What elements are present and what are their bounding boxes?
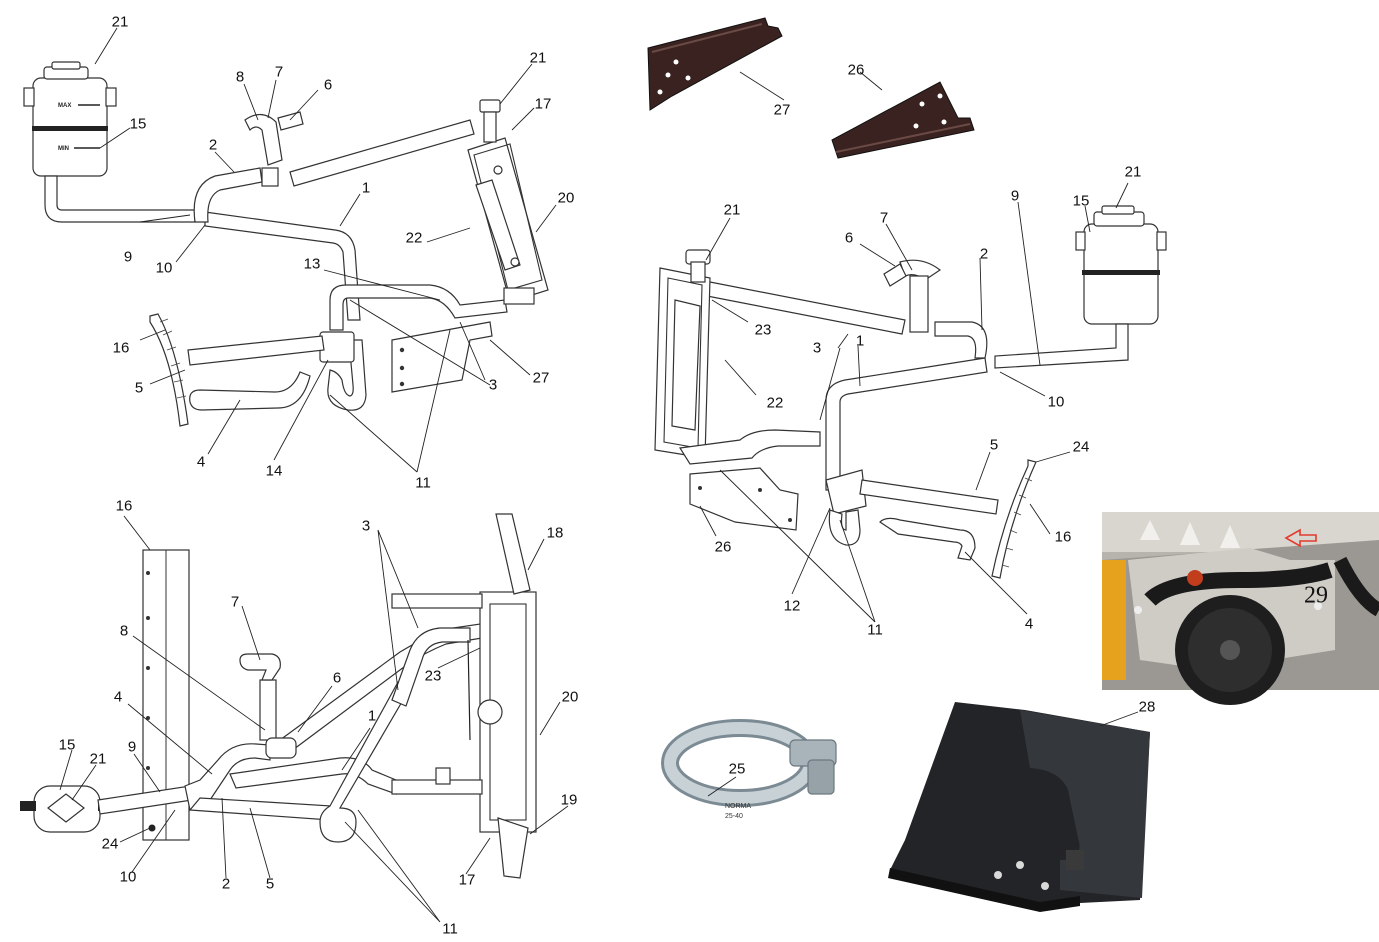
callout-22: 22 xyxy=(405,229,423,247)
callout-15: 15 xyxy=(58,736,76,754)
clamp-brand-text: NORMA xyxy=(725,803,751,810)
bracket-27-part xyxy=(647,17,783,111)
callout-4: 4 xyxy=(1024,615,1034,633)
cover-28-part xyxy=(888,702,1150,912)
callout-21: 21 xyxy=(723,201,741,219)
callout-3: 3 xyxy=(812,339,822,357)
callout-26: 26 xyxy=(847,61,865,79)
callout-13: 13 xyxy=(303,255,321,273)
clamp-range-text: 25-40 xyxy=(725,813,743,820)
callout-8: 8 xyxy=(235,68,245,86)
callout-1: 1 xyxy=(367,707,377,725)
callout-9: 9 xyxy=(127,738,137,756)
tank-max-mark: MAX xyxy=(58,103,71,109)
bracket-26-part xyxy=(831,81,975,159)
callout-22: 22 xyxy=(766,394,784,412)
callout-20: 20 xyxy=(557,189,575,207)
callout-21: 21 xyxy=(111,13,129,31)
callout-1: 1 xyxy=(855,332,865,350)
callout-23: 23 xyxy=(424,667,442,685)
callout-27: 27 xyxy=(532,369,550,387)
callout-21: 21 xyxy=(1124,163,1142,181)
callout-2: 2 xyxy=(979,245,989,263)
callout-11: 11 xyxy=(415,474,431,492)
callout-5: 5 xyxy=(989,436,999,454)
callout-8: 8 xyxy=(119,622,129,640)
callout-3: 3 xyxy=(361,517,371,535)
callout-26: 26 xyxy=(714,538,732,556)
callout-7: 7 xyxy=(274,63,284,81)
callout-7: 7 xyxy=(879,209,889,227)
callout-5: 5 xyxy=(134,379,144,397)
view-1-assembly: MAX MIN xyxy=(23,61,549,427)
callout-10: 10 xyxy=(1047,393,1065,411)
callout-6: 6 xyxy=(844,229,854,247)
callout-27: 27 xyxy=(773,101,791,119)
callout-21: 21 xyxy=(529,49,547,67)
callout-2: 2 xyxy=(221,875,231,893)
clamp-25-part: NORMA 25-40 xyxy=(661,719,837,820)
callout-9: 9 xyxy=(1010,187,1020,205)
callout-6: 6 xyxy=(323,76,333,94)
callout-4: 4 xyxy=(113,688,123,706)
callout-11: 11 xyxy=(442,920,458,938)
callout-24: 24 xyxy=(1072,438,1090,456)
callout-2: 2 xyxy=(208,136,218,154)
callout-9: 9 xyxy=(123,248,133,266)
callout-4: 4 xyxy=(196,453,206,471)
callout-17: 17 xyxy=(534,95,552,113)
callout-18: 18 xyxy=(546,524,564,542)
callout-21: 21 xyxy=(89,750,107,768)
callout-17: 17 xyxy=(458,871,476,889)
callout-10: 10 xyxy=(155,259,173,277)
callout-19: 19 xyxy=(560,791,578,809)
callout-28: 28 xyxy=(1138,698,1156,716)
photo-29-engine-bay xyxy=(1102,512,1379,705)
tank-min-mark: MIN xyxy=(58,146,69,152)
callout-11: 11 xyxy=(867,621,883,639)
leader-lines xyxy=(59,27,1139,923)
callout-5: 5 xyxy=(265,875,275,893)
expansion-tank-15: MAX MIN xyxy=(23,61,117,177)
callout-15: 15 xyxy=(129,115,147,133)
view-3-assembly xyxy=(20,513,537,879)
view-2-assembly xyxy=(654,205,1167,579)
callout-16: 16 xyxy=(115,497,133,515)
callout-6: 6 xyxy=(332,669,342,687)
callout-24: 24 xyxy=(101,835,119,853)
callout-14: 14 xyxy=(265,462,283,480)
callout-12: 12 xyxy=(783,597,801,615)
callout-16: 16 xyxy=(112,339,130,357)
callout-10: 10 xyxy=(119,868,137,886)
callout-7: 7 xyxy=(230,593,240,611)
callout-16: 16 xyxy=(1054,528,1072,546)
callout-20: 20 xyxy=(561,688,579,706)
callout-3: 3 xyxy=(488,376,498,394)
callout-23: 23 xyxy=(754,321,772,339)
callout-25: 25 xyxy=(728,760,746,778)
callout-1: 1 xyxy=(361,179,371,197)
callout-15: 15 xyxy=(1072,192,1090,210)
callout-29: 29 xyxy=(1304,582,1328,609)
